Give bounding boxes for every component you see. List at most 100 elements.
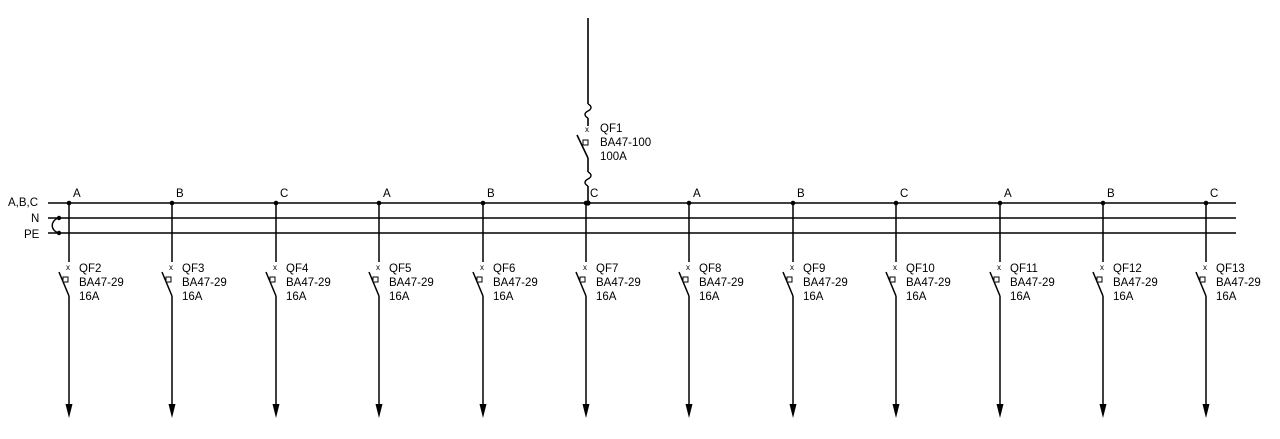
breaker-name: QF5 [389, 263, 411, 275]
arrow-down-icon [789, 404, 797, 418]
arrow-down-icon [272, 404, 280, 418]
breaker-name: QF12 [1113, 263, 1142, 275]
breaker-cross-icon: x [273, 263, 277, 272]
breaker-model: BA47-29 [493, 277, 538, 289]
main-breaker-name: QF1 [600, 123, 622, 135]
breaker-name: QF2 [79, 263, 101, 275]
breaker-rating: 16A [1010, 291, 1031, 303]
breaker-switch-blade [58, 271, 70, 297]
main-switch-latch [582, 139, 589, 146]
breaker-rating: 16A [1216, 291, 1237, 303]
breaker-cross-icon: x [1203, 263, 1207, 272]
breaker-name: QF8 [699, 263, 721, 275]
arrow-down-icon [168, 404, 176, 418]
breaker-latch [1199, 276, 1206, 283]
breaker-name: QF4 [286, 263, 309, 275]
arrow-down-icon [65, 404, 73, 418]
breaker-rating: 16A [182, 291, 203, 303]
phase-label: C [280, 188, 288, 200]
breaker-switch-blade [265, 271, 277, 297]
breaker-switch-blade [782, 271, 794, 297]
arrow-down-icon [685, 404, 693, 418]
breaker-rating: 16A [906, 291, 927, 303]
breaker-rating: 16A [699, 291, 720, 303]
breaker-switch-blade [1092, 271, 1104, 297]
breaker-switch-blade [161, 271, 173, 297]
breaker-switch-blade [368, 271, 380, 297]
arrow-down-icon [1099, 404, 1107, 418]
breaker-name: QF7 [596, 263, 618, 275]
breaker-cross-icon: x [1100, 263, 1104, 272]
breaker-model: BA47-29 [79, 277, 124, 289]
breaker-switch-blade [989, 271, 1001, 297]
breaker-switch-blade [575, 271, 587, 297]
breaker-model: BA47-29 [1010, 277, 1055, 289]
breaker-model: BA47-29 [286, 277, 331, 289]
breaker-model: BA47-29 [389, 277, 434, 289]
main-breaker-rating: 100A [600, 151, 627, 163]
bridge-node-n [56, 215, 62, 221]
breaker-cross-icon: x [893, 263, 897, 272]
phase-label: C [1210, 188, 1218, 200]
bus-label-abc: A,B,C [8, 197, 38, 209]
bus-label-n: N [31, 213, 39, 225]
breaker-latch [165, 276, 172, 283]
arrow-down-icon [375, 404, 383, 418]
breaker-cross-icon: x [686, 263, 690, 272]
fuse-coil-bottom [584, 171, 592, 187]
breaker-rating: 16A [1113, 291, 1134, 303]
breaker-model: BA47-29 [596, 277, 641, 289]
breaker-model: BA47-29 [1216, 277, 1261, 289]
breaker-switch-blade [885, 271, 897, 297]
breaker-name: QF13 [1216, 263, 1245, 275]
main-breaker: x QF1 BA47-100 100A [576, 18, 651, 206]
main-cross-icon: x [585, 125, 589, 134]
breaker-model: BA47-29 [803, 277, 848, 289]
breaker-latch [1096, 276, 1103, 283]
breaker-model: BA47-29 [1113, 277, 1158, 289]
phase-label: B [797, 188, 805, 200]
phase-label: B [176, 188, 184, 200]
breaker-cross-icon: x [480, 263, 484, 272]
breaker-name: QF10 [906, 263, 935, 275]
breaker-name: QF11 [1010, 263, 1038, 275]
breaker-cross-icon: x [169, 263, 173, 272]
breaker-cross-icon: x [583, 263, 587, 272]
breaker-switch-blade [472, 271, 484, 297]
breaker-name: QF9 [803, 263, 825, 275]
arrow-down-icon [892, 404, 900, 418]
phase-label: B [487, 188, 495, 200]
main-switch-blade [576, 134, 589, 159]
breaker-rating: 16A [79, 291, 100, 303]
fuse-coil-top [584, 103, 592, 119]
breaker-name: QF3 [182, 263, 204, 275]
breaker-latch [372, 276, 379, 283]
breaker-rating: 16A [803, 291, 824, 303]
breaker-latch [993, 276, 1000, 283]
breaker-model: BA47-29 [906, 277, 951, 289]
bridge-node-pe [56, 230, 62, 236]
breaker-cross-icon: x [997, 263, 1001, 272]
breaker-switch-blade [1195, 271, 1207, 297]
breaker-rating: 16A [493, 291, 514, 303]
breaker-latch [889, 276, 896, 283]
arrow-down-icon [582, 404, 590, 418]
breaker-cross-icon: x [376, 263, 380, 272]
main-breaker-model: BA47-100 [600, 137, 651, 149]
breaker-latch [786, 276, 793, 283]
breaker-latch [682, 276, 689, 283]
phase-label: C [590, 188, 598, 200]
phase-label: A [383, 188, 391, 200]
